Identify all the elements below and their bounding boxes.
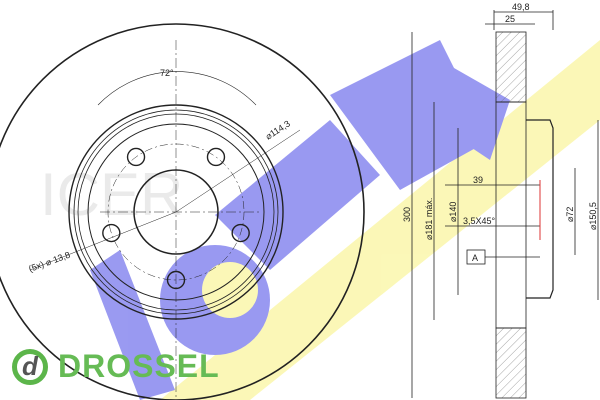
- bore-label: ⌀72: [565, 207, 575, 222]
- chamfer-label: 3,5X45°: [463, 216, 496, 226]
- brand-name: DROSSEL: [58, 348, 220, 384]
- depth-label: 39: [473, 175, 483, 185]
- drossel-logo-icon: d: [12, 348, 48, 385]
- front-view: [0, 23, 365, 400]
- max-diameter-label: ⌀181 máx.: [424, 198, 434, 240]
- angle-label: 72°: [160, 68, 174, 78]
- bolt-hole: [102, 223, 121, 243]
- overall-height-label: 49,8: [512, 2, 530, 12]
- diameter-label: 300: [402, 207, 412, 222]
- ghost-watermark: ICER: [40, 161, 183, 228]
- drossel-brand: d DROSSEL: [12, 348, 220, 385]
- d140-label: ⌀140: [448, 202, 458, 222]
- bolt-holes-label: (5x) ⌀ 13,8: [27, 250, 71, 274]
- bolt-hole: [206, 147, 226, 167]
- outer-rim: [0, 23, 365, 400]
- datum-label: A: [472, 253, 478, 263]
- bolt-hole: [231, 223, 250, 243]
- hub-diameter-label: ⌀150,5: [588, 202, 598, 230]
- bolt-hole: [166, 270, 186, 290]
- bolt-hole: [126, 147, 146, 167]
- thickness-label: 25: [505, 14, 515, 24]
- section-view: [411, 10, 599, 399]
- icer-logo: [90, 40, 600, 400]
